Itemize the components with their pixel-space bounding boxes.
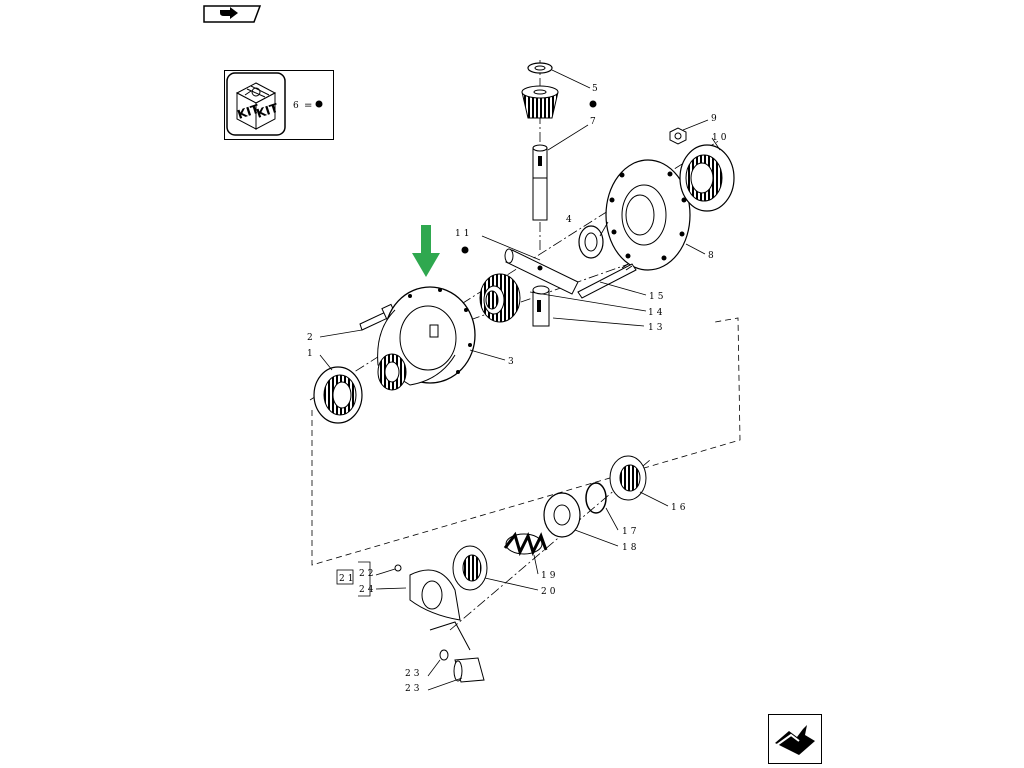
kit-marker-dot xyxy=(315,100,323,108)
part-6-side-pinion-gear[interactable] xyxy=(521,85,559,119)
callout-11: 11 xyxy=(455,229,472,239)
leader-lines xyxy=(319,69,721,691)
part-16-snap-ring[interactable] xyxy=(585,482,607,514)
part-24-shift-fork[interactable] xyxy=(409,569,471,651)
back-arrow-icon xyxy=(203,5,262,23)
part-17-washer[interactable] xyxy=(543,492,581,538)
callout-2: 2 xyxy=(307,333,316,343)
kit-label-right: KIT xyxy=(255,101,281,121)
part-10-bearing[interactable] xyxy=(679,144,735,212)
callout-24: 24 xyxy=(359,585,376,595)
part-13-side-gear[interactable] xyxy=(479,273,521,323)
callout-9: 9 xyxy=(711,114,720,124)
part-11-pinion-shaft[interactable] xyxy=(504,248,579,295)
callout-5: 5 xyxy=(592,84,601,94)
part-7-spider-shaft[interactable] xyxy=(532,144,548,221)
part-9-nut[interactable] xyxy=(669,127,687,145)
callout-20-box xyxy=(336,569,354,585)
callout-16: 17 xyxy=(622,527,639,537)
part-21-pin[interactable] xyxy=(394,564,402,572)
back-button[interactable] xyxy=(202,4,262,24)
kit-legend: KIT KIT 6 = xyxy=(224,70,334,140)
part-8-differential-cover[interactable] xyxy=(605,159,691,271)
forward-arrow-icon xyxy=(775,725,815,755)
callout-18: 19 xyxy=(541,571,558,581)
callout-13: 14 xyxy=(648,308,665,318)
callout-8: 8 xyxy=(708,251,717,261)
kit-equals: = xyxy=(304,100,312,111)
callout-7: 7 xyxy=(590,117,599,127)
kit-marker-5 xyxy=(589,100,597,108)
callout-1: 1 xyxy=(307,349,316,359)
kit-item-number: 6 xyxy=(293,101,302,111)
callout-10: 10 xyxy=(712,133,729,143)
part-12-sleeve[interactable] xyxy=(532,285,550,327)
kit-marker-11 xyxy=(461,246,469,254)
green-down-arrow-icon xyxy=(412,225,440,277)
callout-22: 23 xyxy=(405,669,422,679)
part-4-thrust-washer[interactable] xyxy=(578,225,604,259)
part-5-thrust-washer[interactable] xyxy=(527,62,553,74)
callout-19: 20 xyxy=(541,587,558,597)
part-1-bearing[interactable] xyxy=(313,366,363,424)
assembly-dashed-outline xyxy=(311,317,741,566)
callout-14: 15 xyxy=(649,292,666,302)
callout-17: 18 xyxy=(622,543,639,553)
callout-15: 16 xyxy=(671,503,688,513)
callout-12: 13 xyxy=(648,323,665,333)
part-3-differential-case[interactable] xyxy=(377,286,476,391)
callout-23-label: 23 xyxy=(405,684,422,694)
callout-20: 21 xyxy=(339,574,356,584)
part-15-clutch-hub[interactable] xyxy=(609,455,647,501)
callout-labels: 5 7 4 9 10 8 11 15 14 13 3 2 1 16 17 18 … xyxy=(307,84,729,679)
callout-4: 4 xyxy=(566,215,575,225)
callout-3: 3 xyxy=(508,357,517,367)
part-19-sliding-collar[interactable] xyxy=(452,545,488,591)
forward-button[interactable] xyxy=(768,714,822,764)
kit-label-left: KIT xyxy=(236,102,262,122)
part-23-shaft[interactable] xyxy=(453,657,485,683)
center-lines xyxy=(309,60,721,631)
kit-box-icon: KIT KIT 6 = xyxy=(226,72,323,136)
part-14-lock-pin[interactable] xyxy=(577,263,637,299)
callout-21: 22 xyxy=(359,569,376,579)
part-22-o-ring[interactable] xyxy=(439,649,449,661)
part-18-spring[interactable] xyxy=(503,531,548,557)
